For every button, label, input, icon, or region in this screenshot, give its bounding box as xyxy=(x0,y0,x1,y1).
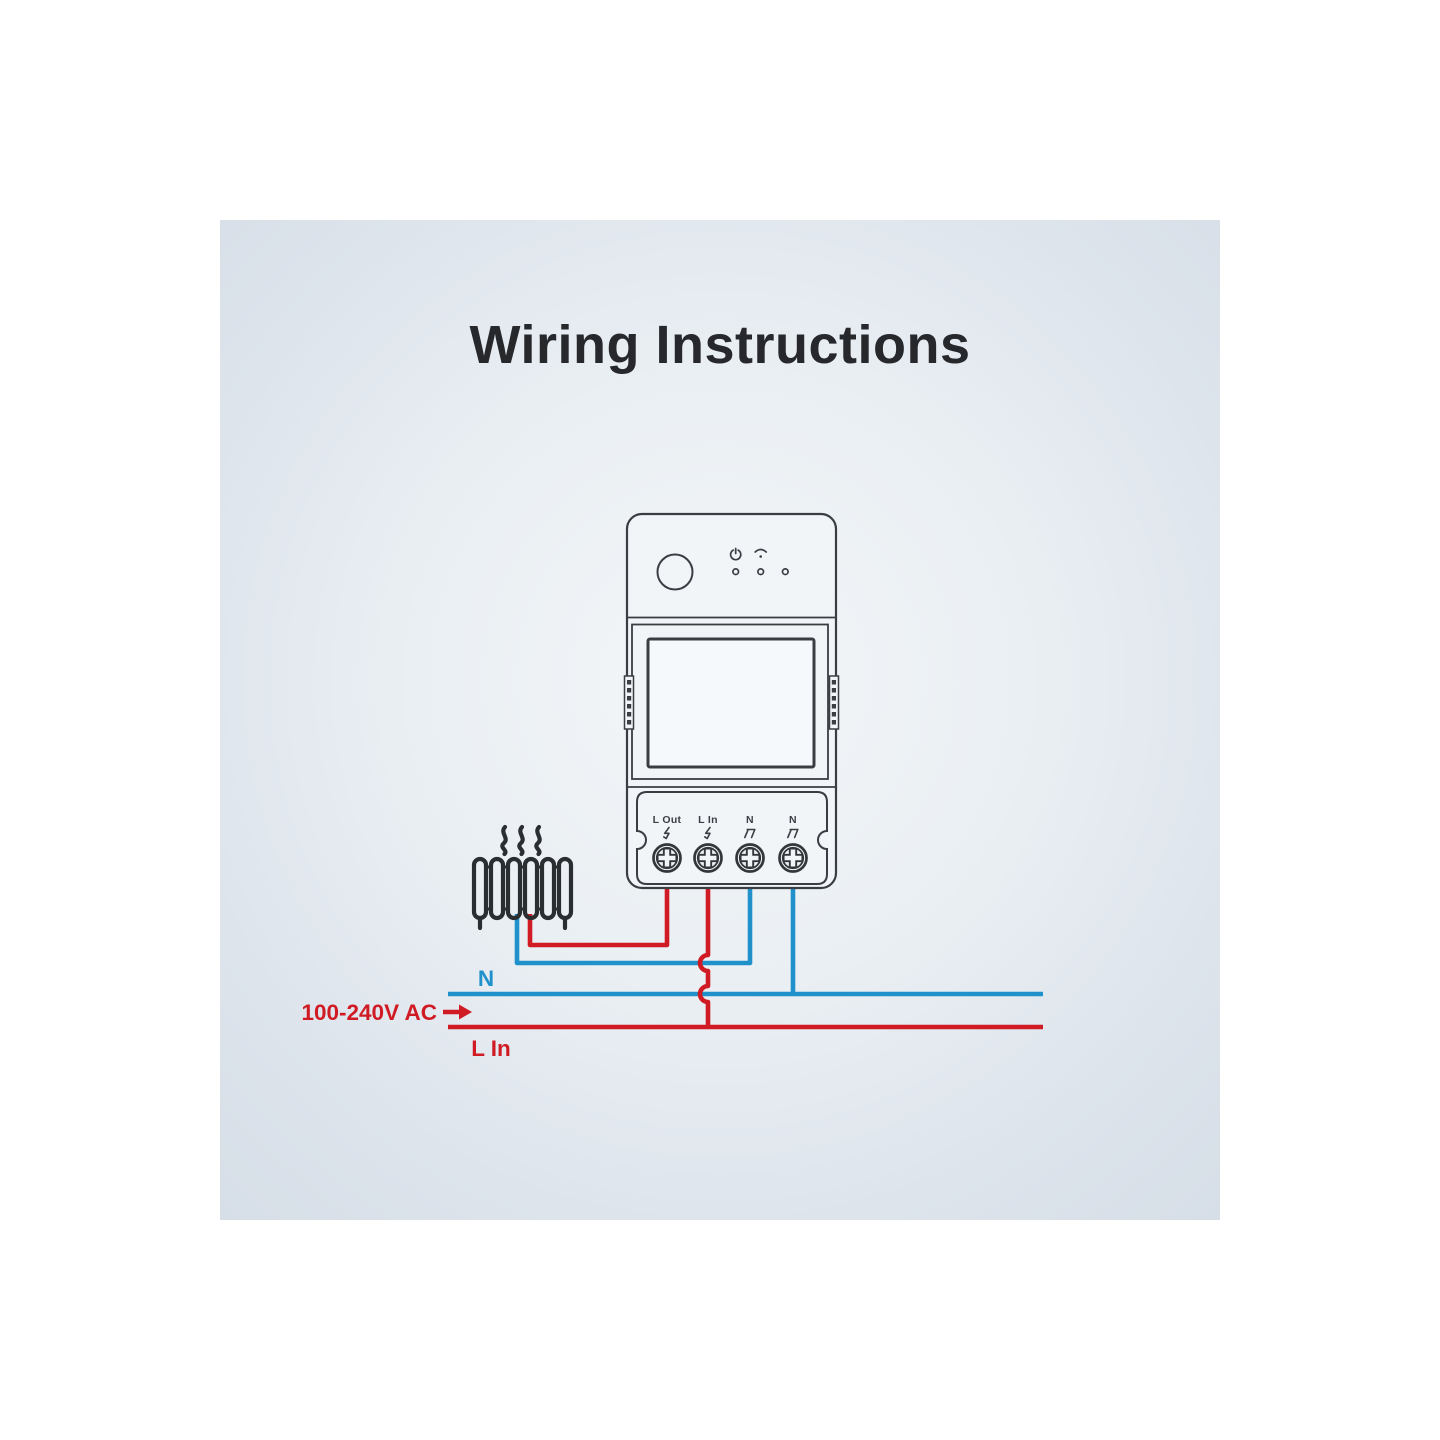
terminal-screws xyxy=(652,843,808,873)
wifi-icon xyxy=(754,548,768,558)
terminal-label-n2: N xyxy=(789,814,797,826)
side-clip-left xyxy=(623,675,635,730)
line-in-label: L In xyxy=(471,1036,511,1061)
wires xyxy=(443,886,1043,1030)
screw-icon xyxy=(693,843,723,873)
led-dot xyxy=(781,568,789,576)
led-dot xyxy=(757,568,765,576)
page-title: Wiring Instructions xyxy=(469,315,971,375)
screw-icon xyxy=(778,843,808,873)
display-screen xyxy=(646,637,816,769)
live-wire-to-load xyxy=(527,886,670,948)
neutral-wire-to-load xyxy=(514,886,753,966)
screw-icon xyxy=(735,843,765,873)
terminal-label-l-out: L Out xyxy=(653,814,682,826)
power-icon xyxy=(729,547,742,561)
lightning-icon xyxy=(704,826,711,840)
terminal-block xyxy=(636,791,828,885)
lightning-icon xyxy=(663,826,670,840)
radiator-heater-icon xyxy=(471,824,574,931)
screw-icon xyxy=(652,843,682,873)
led-indicators xyxy=(732,568,789,576)
neutral-load-icon xyxy=(787,828,799,839)
led-dot xyxy=(732,568,740,576)
heat-waves-icon xyxy=(500,824,542,857)
supply-voltage-label: 100-240V AC xyxy=(302,1000,438,1025)
terminal-label-n1: N xyxy=(746,814,754,826)
terminal-label-l-in: L In xyxy=(698,814,718,826)
section-separators xyxy=(627,616,836,788)
side-clip-right xyxy=(828,675,840,730)
neutral-load-icon xyxy=(744,828,756,839)
smart-switch-device: L Out L In N N xyxy=(623,512,840,890)
neutral-label: N xyxy=(478,966,494,991)
arrow-right-icon xyxy=(443,1004,472,1020)
power-button xyxy=(656,553,694,591)
live-wire-to-mains xyxy=(697,886,711,1027)
